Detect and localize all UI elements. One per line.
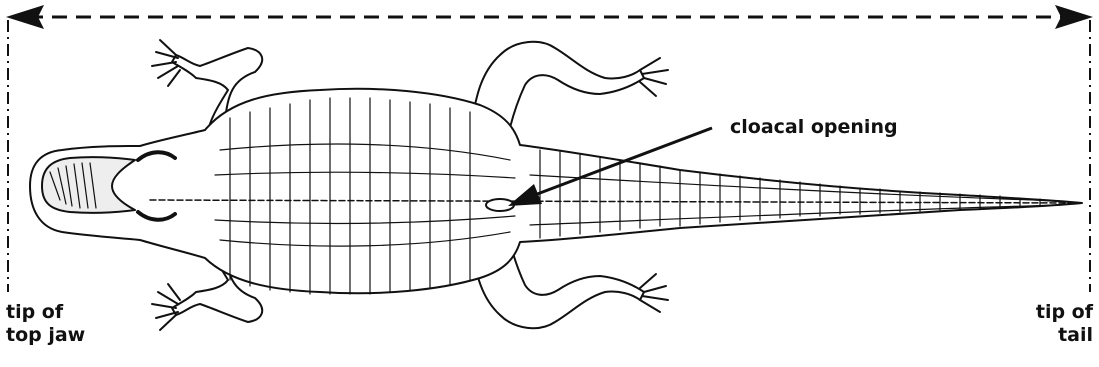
jaw-label-line-2: top jaw [6,324,85,347]
cloacal-opening-label: cloacal opening [730,116,898,139]
front-right-claws [152,284,180,330]
alligator-icon [30,40,1082,330]
tail-label-line-1: tip of [1036,301,1093,324]
tip-of-tail-label: tip of tail [1036,301,1093,347]
front-left-claws [152,40,180,86]
tail-label-line-2: tail [1036,324,1093,347]
tip-of-top-jaw-label: tip of top jaw [6,301,85,347]
alligator-body [30,89,1082,293]
jaw-label-line-1: tip of [6,301,85,324]
